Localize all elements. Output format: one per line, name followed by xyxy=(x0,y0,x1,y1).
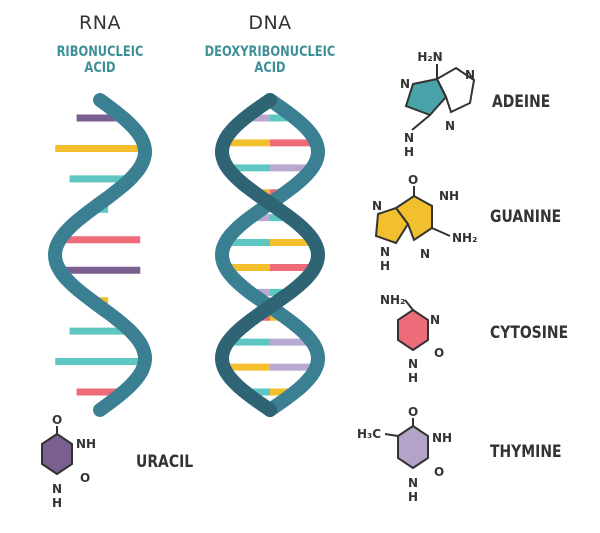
rna-helix xyxy=(47,93,153,417)
dna-subtitle-line2: ACID xyxy=(254,60,286,76)
thymine-ch3-label: H₃C xyxy=(357,427,381,441)
adenine-n-label: N xyxy=(404,131,414,145)
cytosine-name: CYTOSINE xyxy=(490,323,569,343)
adenine-name: ADEINE xyxy=(492,92,551,112)
uracil-name: URACIL xyxy=(136,452,194,472)
thymine-o-label: O xyxy=(434,465,444,479)
thymine-name: THYMINE xyxy=(490,442,562,462)
uracil-nh-label: NH xyxy=(76,437,96,451)
backbone-strand xyxy=(214,93,326,417)
cytosine-nh2-label: NH₂ xyxy=(380,293,405,307)
thymine-nh-label: NH xyxy=(432,431,452,445)
uracil-n-label: N xyxy=(52,482,62,496)
guanine-n-label: N xyxy=(380,245,390,259)
cytosine-n-label: N xyxy=(408,357,418,371)
guanine-n-label: N xyxy=(372,199,382,213)
rna-subtitle-line2: ACID xyxy=(84,60,116,76)
guanine-name: GUANINE xyxy=(490,207,562,227)
adenine-n-label: N xyxy=(465,68,475,82)
adenine-n-label: N xyxy=(445,119,455,133)
thymine-h-label: H xyxy=(408,490,418,504)
backbone-strand xyxy=(214,93,326,417)
guanine-n-label: N xyxy=(420,247,430,261)
uracil-h-label: H xyxy=(52,496,62,510)
uracil-structure: O NH N H O xyxy=(41,413,96,510)
cytosine-structure: NH₂ N N H O xyxy=(380,293,444,385)
guanine-nh-label: NH xyxy=(439,189,459,203)
dna-helix xyxy=(214,93,326,417)
guanine-h-label: H xyxy=(380,259,390,273)
rna-title: RNA xyxy=(79,12,121,34)
thymine-structure: H₃C O NH N H O xyxy=(357,405,452,504)
thymine-o-label: O xyxy=(408,405,418,419)
guanine-nh2-label: NH₂ xyxy=(452,231,477,245)
cytosine-h-label: H xyxy=(408,371,418,385)
cytosine-o-label: O xyxy=(434,346,444,360)
adenine-structure: H₂N N N N N H xyxy=(400,50,476,159)
thymine-n-label: N xyxy=(408,476,418,490)
adenine-n-label: N xyxy=(400,77,410,91)
dna-subtitle-line1: DEOXYRIBONUCLEIC xyxy=(204,44,336,60)
dna-title: DNA xyxy=(248,12,292,34)
guanine-structure: O NH N N NH₂ N H xyxy=(372,173,477,273)
guanine-o-label: O xyxy=(408,173,418,187)
cytosine-n-label: N xyxy=(430,313,440,327)
adenine-h-label: H xyxy=(404,145,414,159)
rna-subtitle-line1: RIBONUCLEIC xyxy=(56,44,144,60)
uracil-o-label: O xyxy=(80,471,90,485)
backbone-strand xyxy=(47,93,153,417)
uracil-o-label: O xyxy=(52,413,62,427)
adenine-nh2-label: H₂N xyxy=(417,50,442,64)
